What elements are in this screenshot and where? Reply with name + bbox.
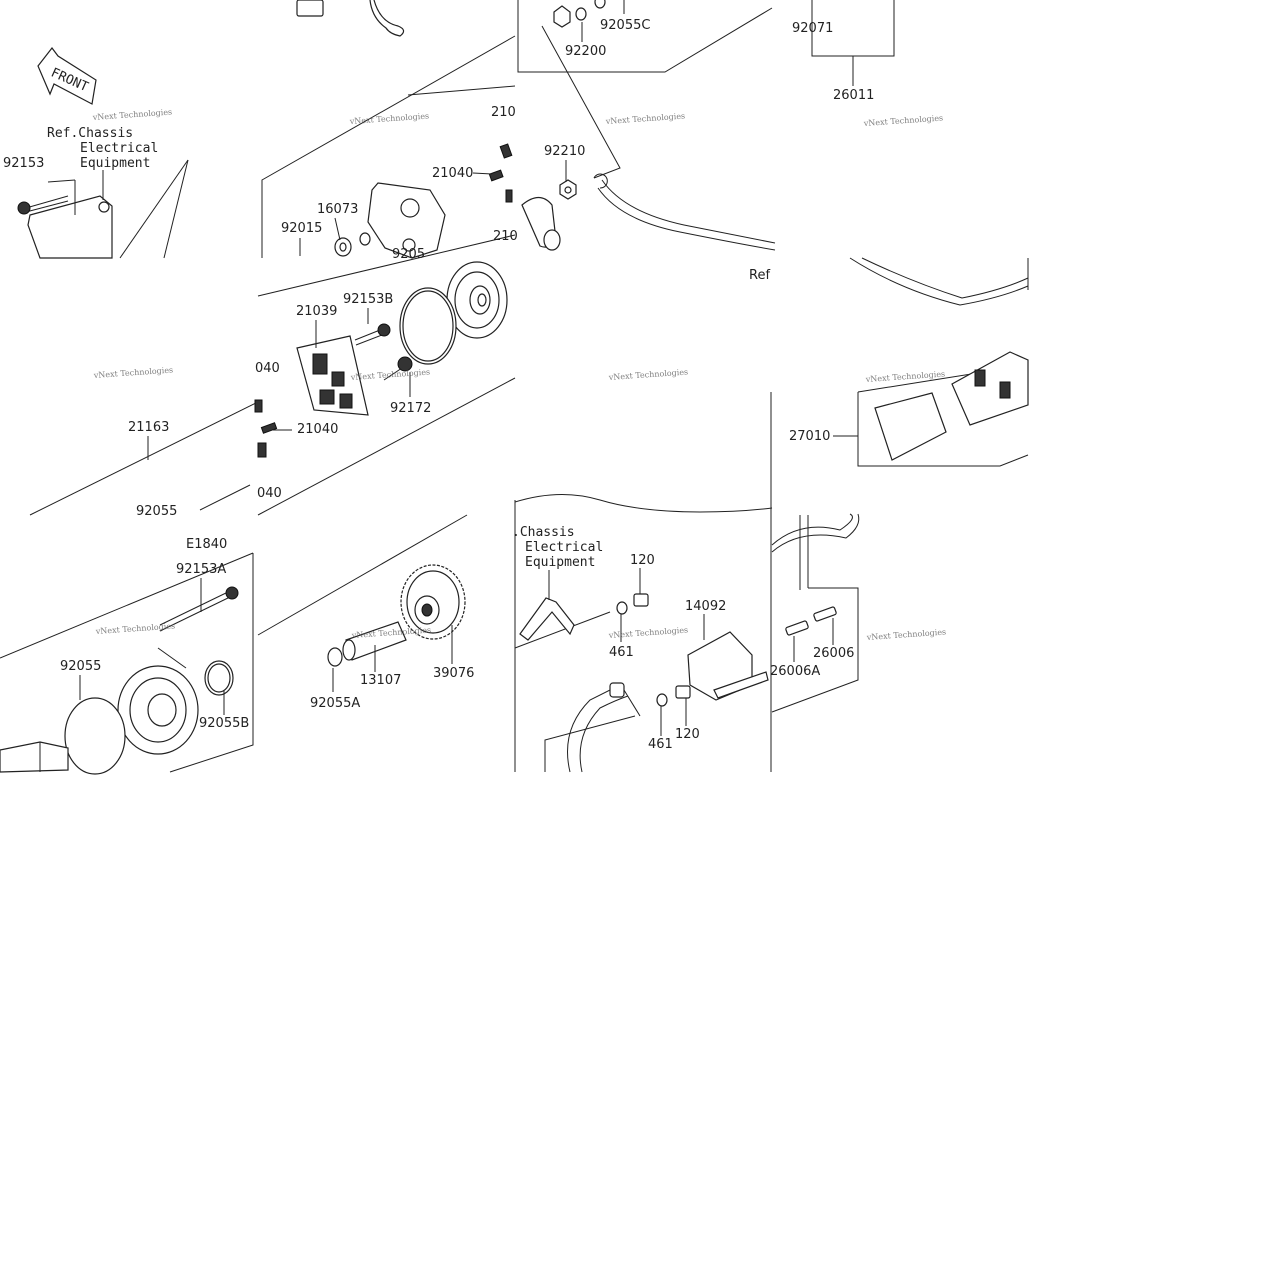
- springs-21040: [254, 143, 513, 458]
- ref2-line1: .Chassis: [512, 525, 575, 540]
- callout-040-b: 040: [257, 486, 282, 501]
- o-ring-92055A: [327, 647, 343, 667]
- callout-21040-b: 21040: [297, 422, 338, 437]
- callout-26006: 26006: [813, 646, 854, 661]
- relay-27010: [874, 351, 1029, 461]
- motor-shaft: [0, 741, 69, 773]
- nuts-92210-92200: [553, 0, 606, 200]
- gear-39076: [400, 564, 466, 640]
- callout-210-a: 210: [491, 105, 516, 120]
- callout-92153: 92153: [3, 156, 44, 171]
- fuses-26006: [785, 606, 837, 636]
- callout-21040-a: 21040: [432, 166, 473, 181]
- terminal-boot: [521, 196, 561, 251]
- callout-92055A: 92055A: [310, 696, 360, 711]
- callout-92055-a: 92055: [136, 504, 177, 519]
- washers-16073: [334, 232, 371, 257]
- callout-92071: 92071: [792, 21, 833, 36]
- end-cover: [117, 665, 199, 755]
- ref1-line3: Equipment: [80, 156, 150, 171]
- starter-relay-14092: [687, 631, 769, 701]
- callout-210-b: 210: [493, 229, 518, 244]
- callout-13107: 13107: [360, 673, 401, 688]
- ecu-bracket: [27, 195, 113, 259]
- callout-14092: 14092: [685, 599, 726, 614]
- bolt-92153: [17, 195, 69, 215]
- callout-120-b: 120: [675, 727, 700, 742]
- cable-terminal: [541, 25, 621, 189]
- ref1-line2: Electrical: [80, 141, 158, 156]
- reference-notes: Ref.Chassis Electrical Equipment .Chassi…: [47, 126, 603, 570]
- callout-92015: 92015: [281, 221, 322, 236]
- watermark: vNext Technologies: [608, 625, 689, 640]
- callout-9205-cut: 9205: [392, 247, 425, 262]
- starter-cover: [367, 182, 446, 259]
- callout-26006A: 26006A: [770, 664, 820, 679]
- callout-92055C: 92055C: [600, 18, 650, 33]
- leader-lines: [47, 0, 858, 736]
- o-ring-92055B: [204, 660, 234, 696]
- callout-92210: 92210: [544, 144, 585, 159]
- callout-92055-b: 92055: [60, 659, 101, 674]
- bolt-92172: [383, 356, 413, 381]
- brush-holder-21039: [296, 335, 369, 416]
- callout-92153B: 92153B: [343, 292, 393, 307]
- front-arrow-icon: FRONT: [37, 47, 97, 105]
- battery-cable-bottom: [609, 682, 641, 717]
- watermark: vNext Technologies: [93, 365, 174, 380]
- bolt-92153B: [354, 323, 391, 346]
- watermark: vNext Technologies: [865, 369, 946, 384]
- watermark: vNext Technologies: [605, 111, 686, 126]
- ref2-line3: Equipment: [525, 555, 595, 570]
- watermark: vNext Technologies: [863, 113, 944, 128]
- watermark: vNext Technologies: [350, 367, 431, 382]
- callout-461-b: 461: [648, 737, 673, 752]
- bolts-120: [616, 593, 691, 707]
- watermark: vNext Technologies: [608, 367, 689, 382]
- watermark: vNext Technologies: [349, 111, 430, 126]
- callout-21163: 21163: [128, 420, 169, 435]
- watermark: vNext Technologies: [866, 627, 947, 642]
- bracket-part-top-left: [296, 0, 405, 37]
- panel-outlines: [0, 0, 1029, 773]
- callout-ref-cut: Ref: [749, 268, 770, 283]
- armature-gear: [446, 261, 508, 339]
- o-ring-92055: [64, 697, 126, 775]
- callout-92200: 92200: [565, 44, 606, 59]
- callout-26011: 26011: [833, 88, 874, 103]
- callout-040-a: 040: [255, 361, 280, 376]
- callout-39076: 39076: [433, 666, 474, 681]
- ref-bracket-bottom: [519, 597, 575, 641]
- callout-21039: 21039: [296, 304, 337, 319]
- o-ring-large: [399, 287, 457, 365]
- ref2-line2: Electrical: [525, 540, 603, 555]
- ref1-line1: Ref.Chassis: [47, 126, 133, 141]
- shaft-13107: [342, 621, 407, 661]
- callout-27010: 27010: [789, 429, 830, 444]
- callout-461-a: 461: [609, 645, 634, 660]
- callout-92172: 92172: [390, 401, 431, 416]
- callout-92153A: 92153A: [176, 562, 226, 577]
- callout-16073: 16073: [317, 202, 358, 217]
- callout-labels: 92055C 92200 92071 26011 210 21040 92210…: [3, 18, 874, 752]
- watermark: vNext Technologies: [95, 621, 176, 636]
- callout-120-a: 120: [630, 553, 655, 568]
- callout-92055B: 92055B: [199, 716, 249, 731]
- callout-E1840: E1840: [186, 537, 227, 552]
- through-bolt-92153A: [159, 586, 239, 632]
- watermark: vNext Technologies: [92, 107, 173, 122]
